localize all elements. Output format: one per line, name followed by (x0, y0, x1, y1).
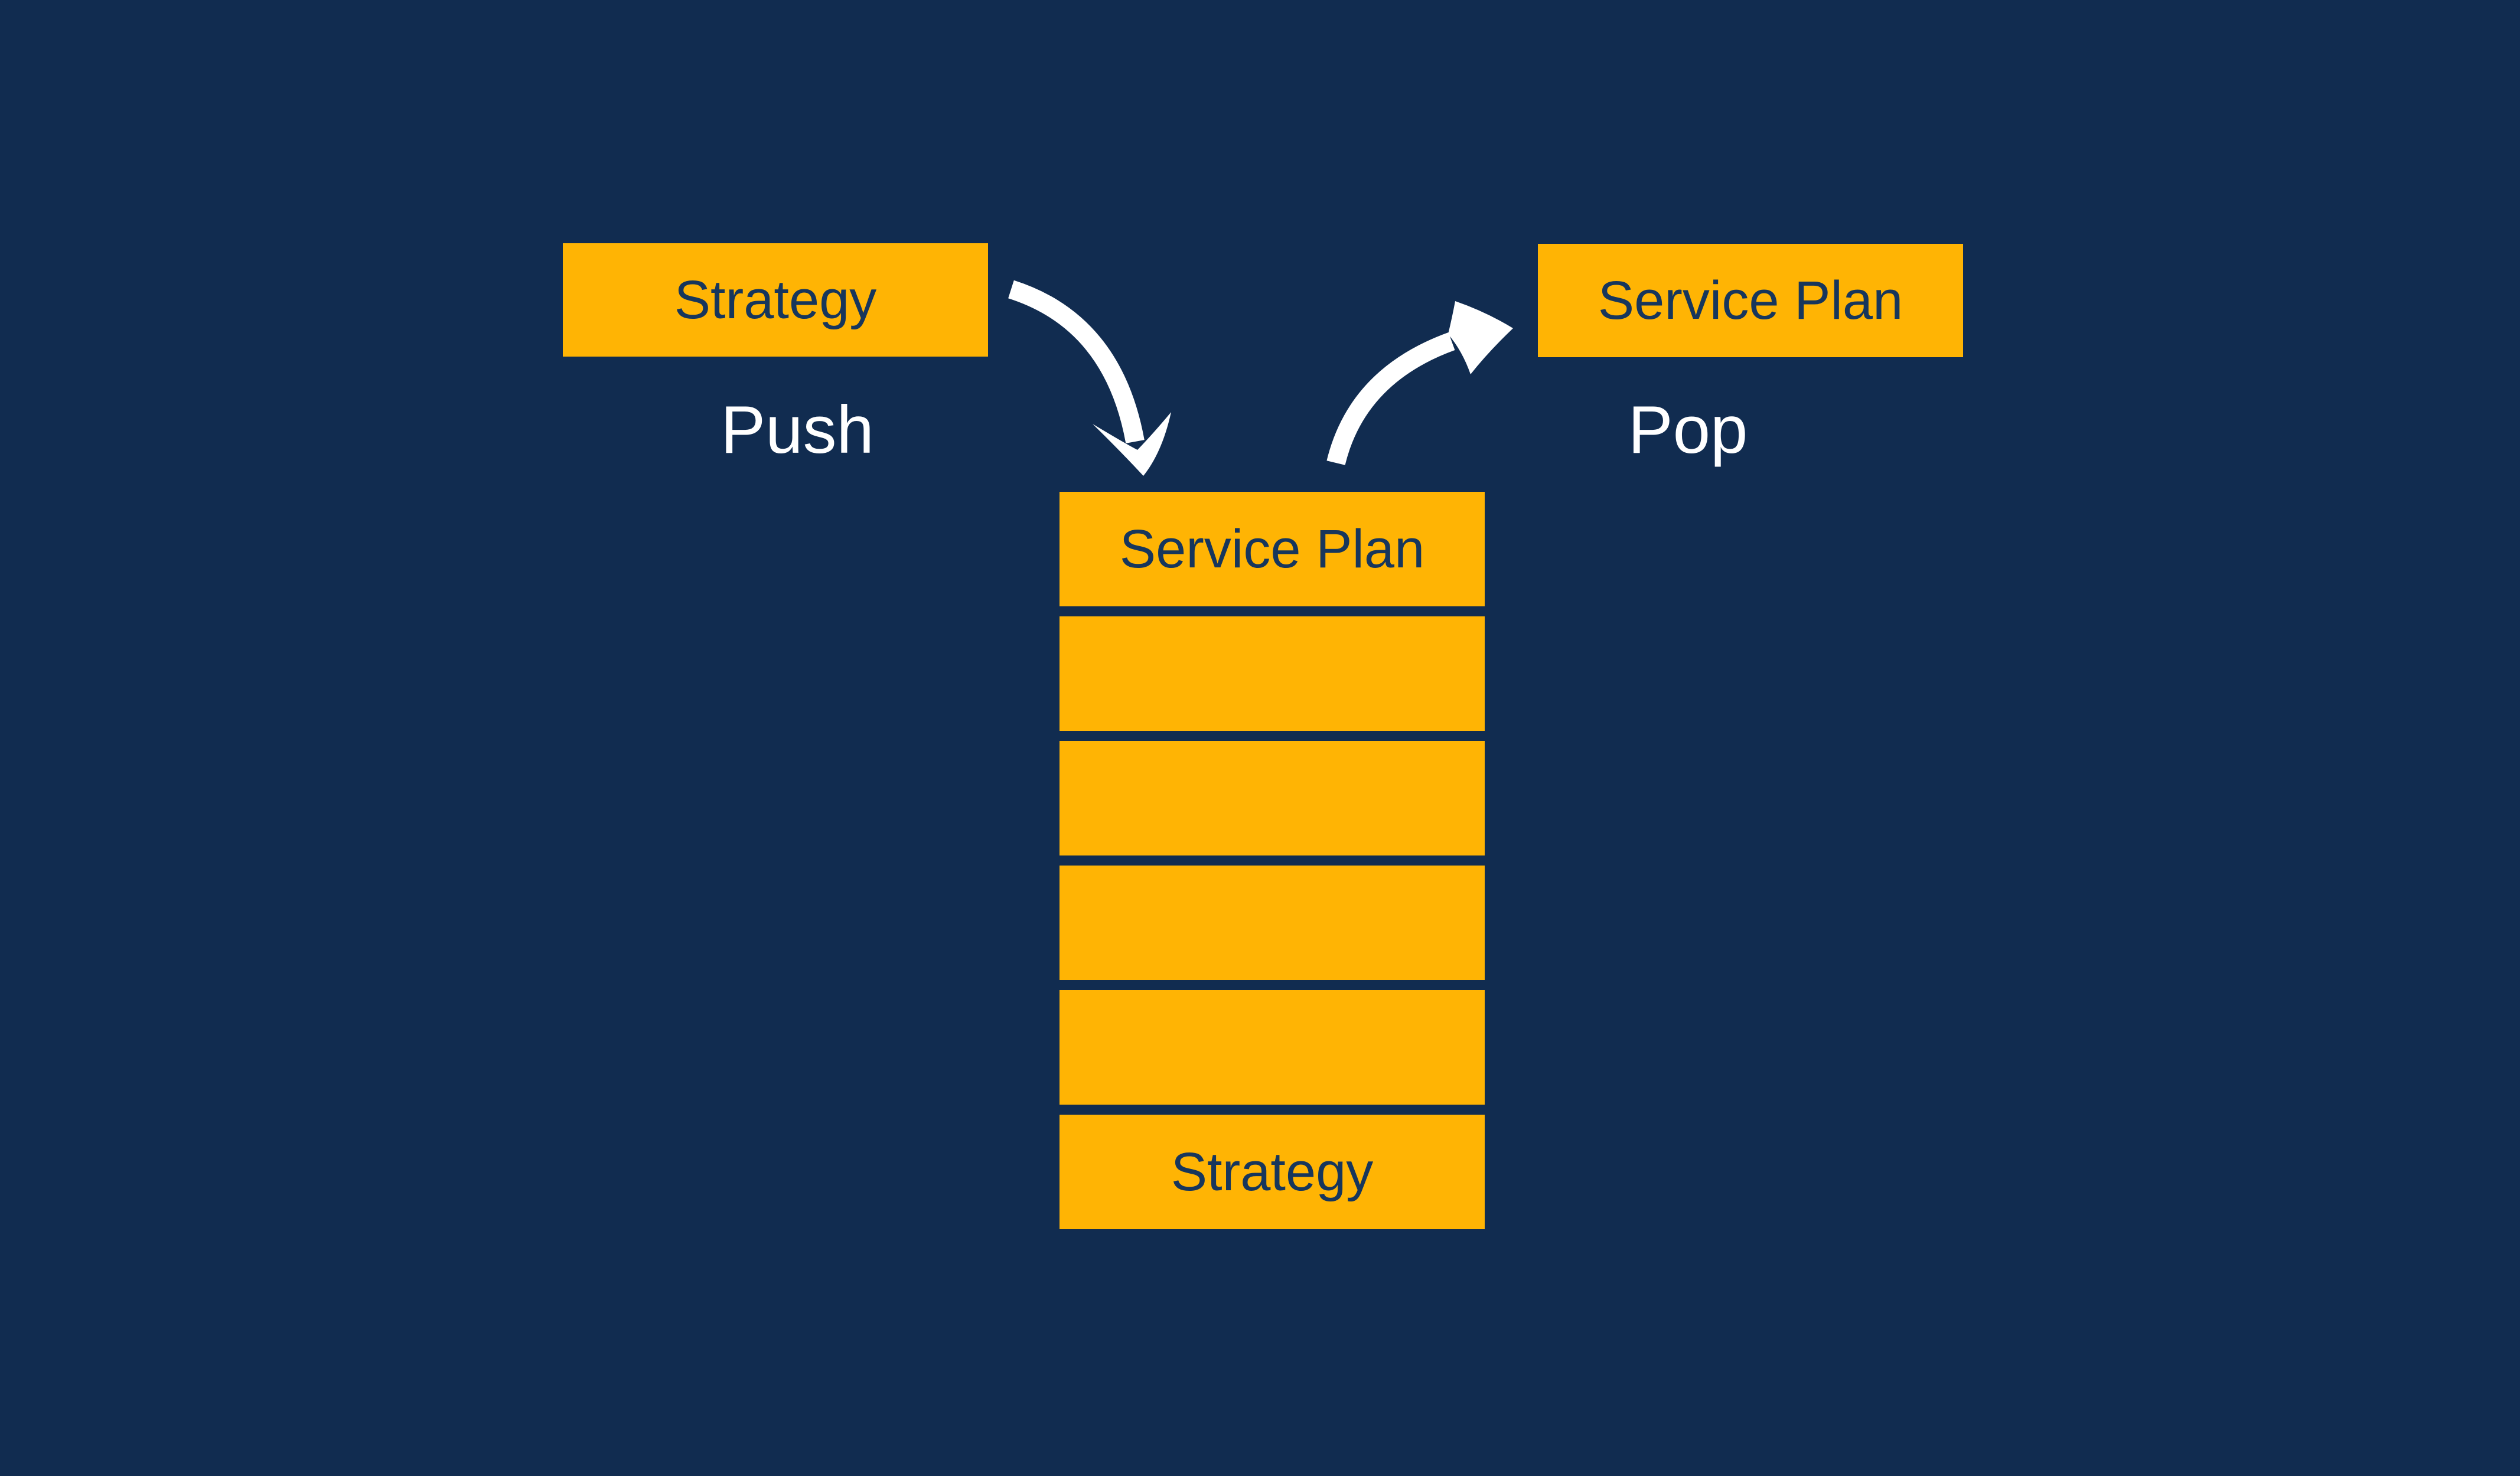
push-arrow-icon (1008, 280, 1171, 476)
push-source-box: Strategy (563, 243, 988, 357)
stack-row (1059, 990, 1485, 1105)
push-source-label: Strategy (674, 269, 877, 330)
pop-arrow-icon (1326, 301, 1513, 465)
stack-row-bottom: Strategy (1059, 1115, 1485, 1229)
stack: Service Plan Strategy (1059, 492, 1485, 1229)
stack-row-top: Service Plan (1059, 492, 1485, 606)
push-operation-label: Push (721, 392, 874, 468)
stack-row (1059, 741, 1485, 855)
pop-target-label: Service Plan (1598, 270, 1903, 331)
stack-row (1059, 616, 1485, 731)
pop-operation-label: Pop (1628, 392, 1748, 468)
stack-row (1059, 866, 1485, 980)
pop-target-box: Service Plan (1538, 244, 1963, 357)
